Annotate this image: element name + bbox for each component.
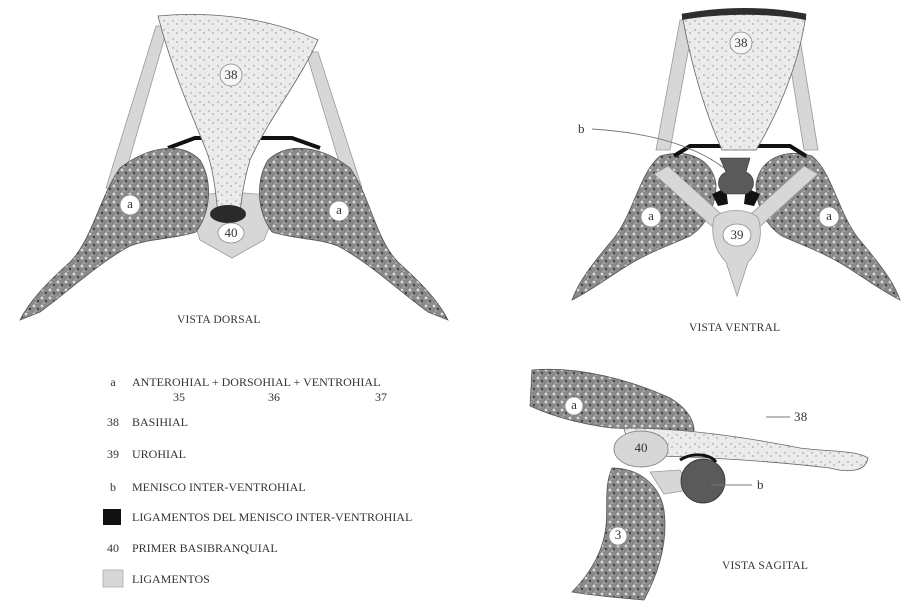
sagittal-3-label: 3 <box>610 527 626 543</box>
dorsal-basihial-dark-base <box>210 205 246 223</box>
legend-item-b: b MENISCO INTER-VENTROHIAL <box>100 480 306 495</box>
sagittal-view-caption: VISTA SAGITAL <box>722 560 808 572</box>
dorsal-right-horn <box>259 148 448 320</box>
legend-text-meniscus-ligaments: LIGAMENTOS DEL MENISCO INTER-VENTROHIAL <box>132 510 412 525</box>
ventral-urohial-label: 39 <box>727 227 747 243</box>
sagittal-b-label: b <box>757 477 764 493</box>
ventral-right-a-label: a <box>821 208 837 224</box>
ventral-view-caption: VISTA VENTRAL <box>689 322 780 334</box>
legend-item-ligaments: LIGAMENTOS <box>100 572 210 587</box>
legend-text-a: ANTEROHIAL + DORSOHIAL + VENTROHIAL <box>132 375 380 390</box>
dorsal-basibranchial-label: 40 <box>221 225 241 241</box>
dorsal-left-a-label: a <box>122 196 138 212</box>
legend-item-a: a ANTEROHIAL + DORSOHIAL + VENTROHIAL <box>100 375 380 390</box>
ventral-left-a-label: a <box>643 208 659 224</box>
legend-text-40: PRIMER BASIBRANQUIAL <box>132 541 278 556</box>
ventral-b-label: b <box>578 121 585 137</box>
ventral-view <box>572 8 900 300</box>
ventral-basihial <box>682 10 806 151</box>
ventral-urohial <box>713 211 761 297</box>
ventral-meniscus <box>719 158 754 194</box>
legend-sub-35: 35 <box>173 390 185 405</box>
legend-key-38: 38 <box>100 415 126 430</box>
legend-sub-36: 36 <box>268 390 280 405</box>
legend-key-39: 39 <box>100 447 126 462</box>
legend-text-38: BASIHIAL <box>132 415 188 430</box>
legend-item-40: 40 PRIMER BASIBRANQUIAL <box>100 541 278 556</box>
legend-item-meniscus-ligaments: LIGAMENTOS DEL MENISCO INTER-VENTROHIAL <box>100 510 412 525</box>
legend-item-38: 38 BASIHIAL <box>100 415 188 430</box>
legend-text-39: UROHIAL <box>132 447 186 462</box>
ventral-left-horn <box>572 154 716 300</box>
legend-key-b: b <box>100 480 126 495</box>
sagittal-40-label: 40 <box>629 440 653 456</box>
dorsal-view-caption: VISTA DORSAL <box>177 314 261 326</box>
sagittal-a-label: a <box>566 397 582 413</box>
legend-text-ligaments: LIGAMENTOS <box>132 572 210 587</box>
ventral-basihial-label: 38 <box>731 35 751 51</box>
legend-item-39: 39 UROHIAL <box>100 447 186 462</box>
dorsal-right-a-label: a <box>331 202 347 218</box>
legend-sub-37: 37 <box>375 390 387 405</box>
legend-key-40: 40 <box>100 541 126 556</box>
dorsal-view <box>20 14 448 320</box>
legend-key-a: a <box>100 375 126 390</box>
legend-text-b: MENISCO INTER-VENTROHIAL <box>132 480 306 495</box>
sagittal-meniscus <box>681 459 725 503</box>
sagittal-38-label: 38 <box>794 409 807 425</box>
dorsal-basihial-label: 38 <box>221 67 241 83</box>
